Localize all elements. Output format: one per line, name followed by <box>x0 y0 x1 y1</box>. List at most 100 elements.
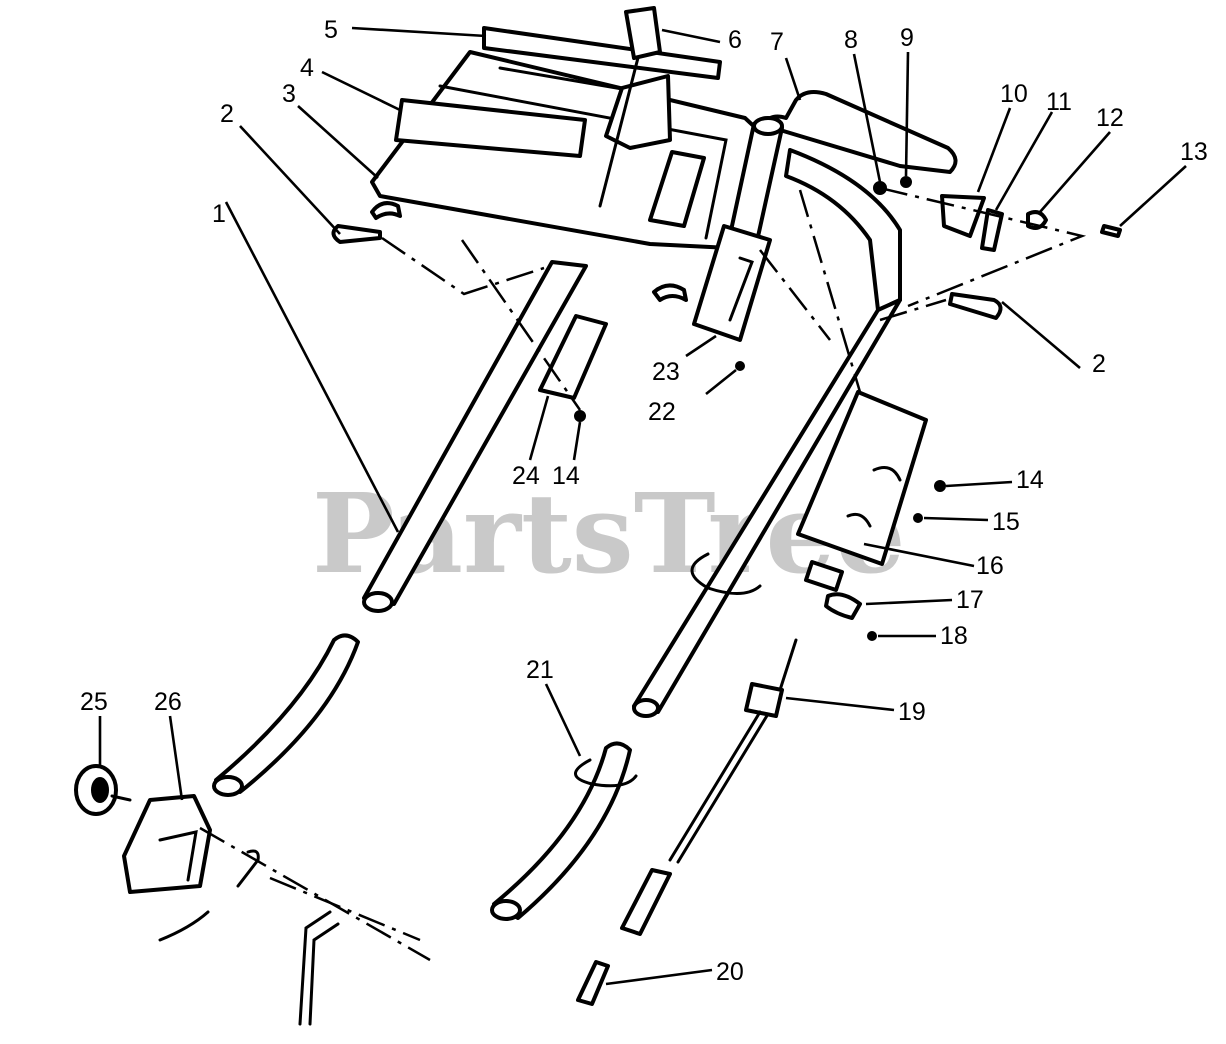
chute-control-assembly <box>74 764 340 1026</box>
lower-tube-left <box>214 633 360 794</box>
callout-2-left: 2 <box>220 100 234 128</box>
shift-knob <box>624 6 662 60</box>
leader-12 <box>1039 131 1111 213</box>
screw-13 <box>1100 224 1122 238</box>
centerline-panel-bracket <box>759 249 831 341</box>
leader-1 <box>224 201 400 533</box>
rod-coupler <box>620 868 672 936</box>
callout-15: 15 <box>992 508 1020 536</box>
chute-link <box>158 910 210 942</box>
lower-tube-right <box>492 741 632 920</box>
shift-bracket-assembly <box>796 390 928 620</box>
leader-13 <box>1119 165 1187 227</box>
callout-12: 12 <box>1096 104 1124 132</box>
panel-clip-left <box>370 201 402 220</box>
callout-20: 20 <box>716 958 744 986</box>
shift-rod-assembly <box>576 638 798 1006</box>
leader-6 <box>661 28 721 44</box>
leader-21 <box>544 683 582 757</box>
carriage-bolt-2-left <box>331 224 382 244</box>
upper-handle-right-leg <box>784 148 902 312</box>
callout-5: 5 <box>324 16 338 44</box>
shift-rod <box>598 48 642 208</box>
callout-10: 10 <box>1000 80 1028 108</box>
leader-14-right <box>945 480 1013 488</box>
centerlines <box>199 186 1087 962</box>
centerline-chute-2 <box>269 876 421 942</box>
knob-25-hub <box>91 777 109 803</box>
screw-14-left <box>574 410 586 422</box>
pin-11 <box>980 208 1004 252</box>
callout-13: 13 <box>1180 138 1208 166</box>
callout-2-right: 2 <box>1092 350 1106 378</box>
clip-21 <box>574 758 638 788</box>
shift-bracket-tab <box>804 560 844 592</box>
leader-14-left <box>572 421 582 461</box>
screw-15 <box>913 513 923 523</box>
callout-23: 23 <box>652 358 680 386</box>
panel-clip-right <box>652 283 688 302</box>
callout-3: 3 <box>282 80 296 108</box>
leader-10 <box>976 107 1012 193</box>
housing-26 <box>122 794 212 894</box>
housing-26-detail <box>158 830 198 882</box>
callout-22: 22 <box>648 398 676 426</box>
shift-bracket-notch-1 <box>872 466 902 482</box>
callout-17: 17 <box>956 586 984 614</box>
callout-9: 9 <box>900 24 914 52</box>
callout-8: 8 <box>844 26 858 54</box>
lower-tube-right-end <box>490 899 522 921</box>
left-tube <box>362 260 588 606</box>
centerline-panel-tube <box>798 189 862 393</box>
leader-26 <box>168 715 184 801</box>
callout-4: 4 <box>300 54 314 82</box>
clip-upper <box>690 552 762 595</box>
leader-20 <box>605 968 713 986</box>
centerline-panel-bolt <box>381 236 545 296</box>
callout-7: 7 <box>770 28 784 56</box>
callout-18: 18 <box>940 622 968 650</box>
knob-25-shaft <box>110 794 132 802</box>
chute-frame <box>298 910 332 1026</box>
callout-26: 26 <box>154 688 182 716</box>
control-panel-assembly <box>370 6 762 302</box>
leader-17 <box>865 598 953 606</box>
callout-14-left: 14 <box>552 462 580 490</box>
fasteners <box>331 176 1122 788</box>
leader-7 <box>784 57 802 101</box>
callout-16: 16 <box>976 552 1004 580</box>
callout-14-right: 14 <box>1016 466 1044 494</box>
callout-11: 11 <box>1046 88 1072 116</box>
rod-ferrule-19 <box>744 682 784 718</box>
callout-1: 1 <box>212 200 226 228</box>
nut-9 <box>900 176 912 188</box>
centerline-hardware <box>879 186 1087 308</box>
leader-16 <box>863 542 975 568</box>
chute-frame-2 <box>308 922 340 1026</box>
screw-18 <box>867 631 877 641</box>
panel-window <box>648 150 706 228</box>
bracket-23-slot <box>728 256 754 322</box>
leader-9 <box>904 51 910 177</box>
panel-slot <box>498 66 642 94</box>
shift-bracket <box>796 390 928 566</box>
callout-24: 24 <box>512 462 540 490</box>
screw-22 <box>735 361 745 371</box>
tube-end-lower-right <box>632 698 660 718</box>
leader-15 <box>923 516 989 522</box>
centerline-right-bolt <box>879 298 947 322</box>
centerline-chute <box>199 826 431 962</box>
leader-4 <box>321 70 401 112</box>
bracket-23 <box>692 224 772 342</box>
panel-inner-edge <box>438 84 728 240</box>
leader-23 <box>685 334 717 358</box>
leader-19 <box>785 696 895 712</box>
leader-11 <box>994 111 1054 211</box>
clip-17 <box>824 592 862 620</box>
callout-labels: 1 2 2 3 4 5 6 7 8 9 10 11 12 13 14 14 15… <box>80 16 1208 986</box>
screw-14-right <box>934 480 946 492</box>
panel-cover <box>394 98 587 158</box>
spring-20 <box>576 960 610 1006</box>
